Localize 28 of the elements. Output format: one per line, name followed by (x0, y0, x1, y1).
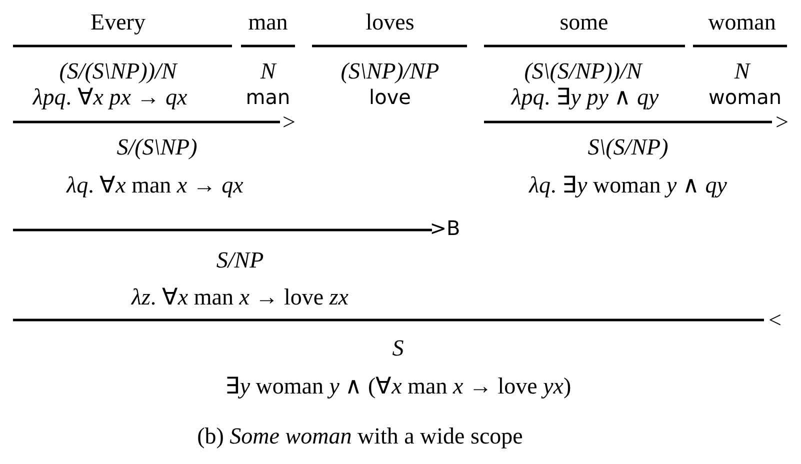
word-label: Every (90, 9, 146, 35)
word-label: woman (708, 9, 776, 35)
semantics-formula: λpq. ∃y py ∧ qy (511, 84, 659, 110)
semantics-formula: woman (708, 86, 782, 108)
figure-caption: (b) Some woman with a wide scope (197, 423, 523, 449)
word-label: loves (366, 9, 414, 35)
category-label: (S\NP)/NP (340, 58, 440, 84)
semantics-formula: λq. ∃y woman y ∧ qy (529, 172, 727, 198)
semantics-formula: λpq. ∀x px → qx (32, 84, 188, 110)
category-label: N (260, 58, 276, 84)
semantics-formula: λq. ∀x man x → qx (66, 172, 244, 198)
category-label: N (734, 58, 750, 84)
word-label: man (248, 9, 288, 35)
category-label: (S\(S/NP))/N (524, 58, 642, 84)
semantics-formula: λz. ∀x man x → love zx (132, 284, 348, 310)
category-label: S (392, 335, 404, 361)
semantics-formula: ∃y woman y ∧ (∀x man x → love yx) (224, 373, 572, 399)
category-label: S/(S\NP) (116, 134, 198, 160)
category-label: (S/(S\NP))/N (59, 58, 177, 84)
rule-symbol: > (282, 109, 296, 135)
semantics-formula: man (246, 86, 290, 108)
word-label: some (560, 9, 608, 35)
rule-symbol: > (776, 109, 788, 135)
rule-symbol: >B (430, 217, 460, 239)
rule-symbol: < (768, 307, 782, 333)
semantics-formula: love (369, 86, 411, 108)
category-label: S/NP (216, 247, 264, 273)
category-label: S\(S/NP) (588, 134, 668, 160)
